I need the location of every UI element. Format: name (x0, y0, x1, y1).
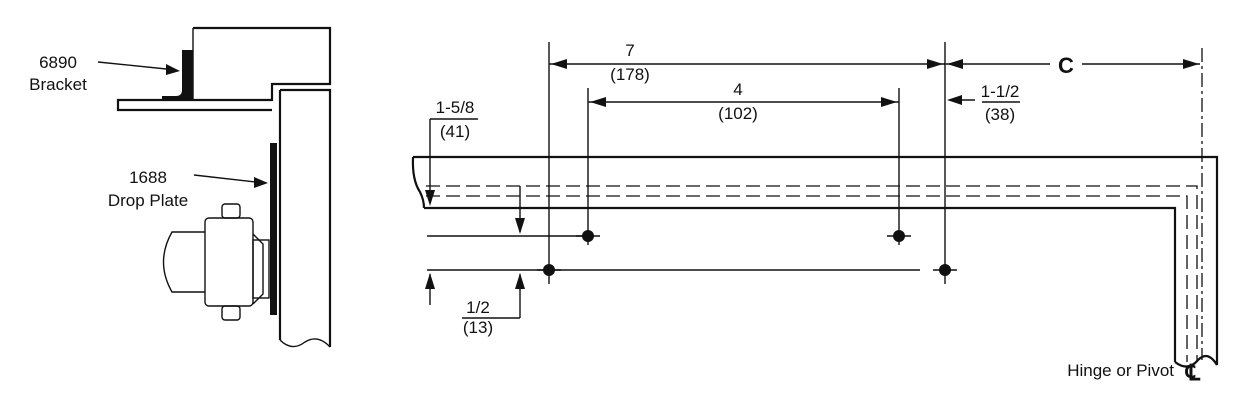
bracket-name-label: Bracket (29, 75, 87, 94)
hidden-line-top (426, 185, 1198, 362)
frame-left-break (411, 156, 426, 209)
plate-part-label: 1688 (129, 168, 167, 187)
dim-7-mm-label: (178) (610, 65, 650, 84)
closer-body (162, 231, 205, 293)
plate-name-label: Drop Plate (108, 191, 188, 210)
dim-7-label: 7 (625, 41, 634, 60)
dim-1-2-label: 1/2 (466, 298, 490, 317)
drop-plate-1688 (270, 143, 277, 315)
closer-cap (204, 217, 254, 307)
dim-1-1-2-label: 1-1/2 (981, 82, 1020, 101)
template-view: 7 (178) 4 (102) C 1-1/2 (38) 1-5/8 (41) (411, 41, 1219, 385)
hidden-line-bottom (426, 195, 1188, 362)
bolt-bottom (221, 305, 241, 321)
bracket-part-label: 6890 (39, 53, 77, 72)
dim-c-label: C (1058, 53, 1074, 78)
dim-1-5-8-mm-label: (41) (440, 122, 470, 141)
frame-outline (413, 155, 1219, 365)
leader-arrow-plate (254, 177, 268, 188)
frame-head (116, 26, 332, 112)
hinge-label: Hinge or Pivot (1067, 361, 1174, 380)
door-break (279, 338, 331, 348)
dim-1-5-8-label: 1-5/8 (436, 98, 475, 117)
leader-arrow-bracket (166, 64, 180, 75)
dim-1-1-2-mm-label: (38) (985, 105, 1015, 124)
bracket-6890 (162, 50, 193, 100)
dim-1-2-mm-label: (13) (463, 318, 493, 337)
frame-bottom-break (1174, 354, 1218, 368)
dim-4-mm-label: (102) (718, 104, 758, 123)
door-section (280, 88, 332, 347)
centerline-symbol: ℄ (1185, 360, 1201, 385)
frame-inner (424, 206, 1177, 362)
side-view: 6890 Bracket 1688 Drop Plate (29, 26, 332, 348)
bolt-top (221, 203, 241, 219)
closer-mount-inner (252, 239, 270, 299)
dim-4-label: 4 (733, 80, 742, 99)
closer-mount (252, 233, 264, 305)
